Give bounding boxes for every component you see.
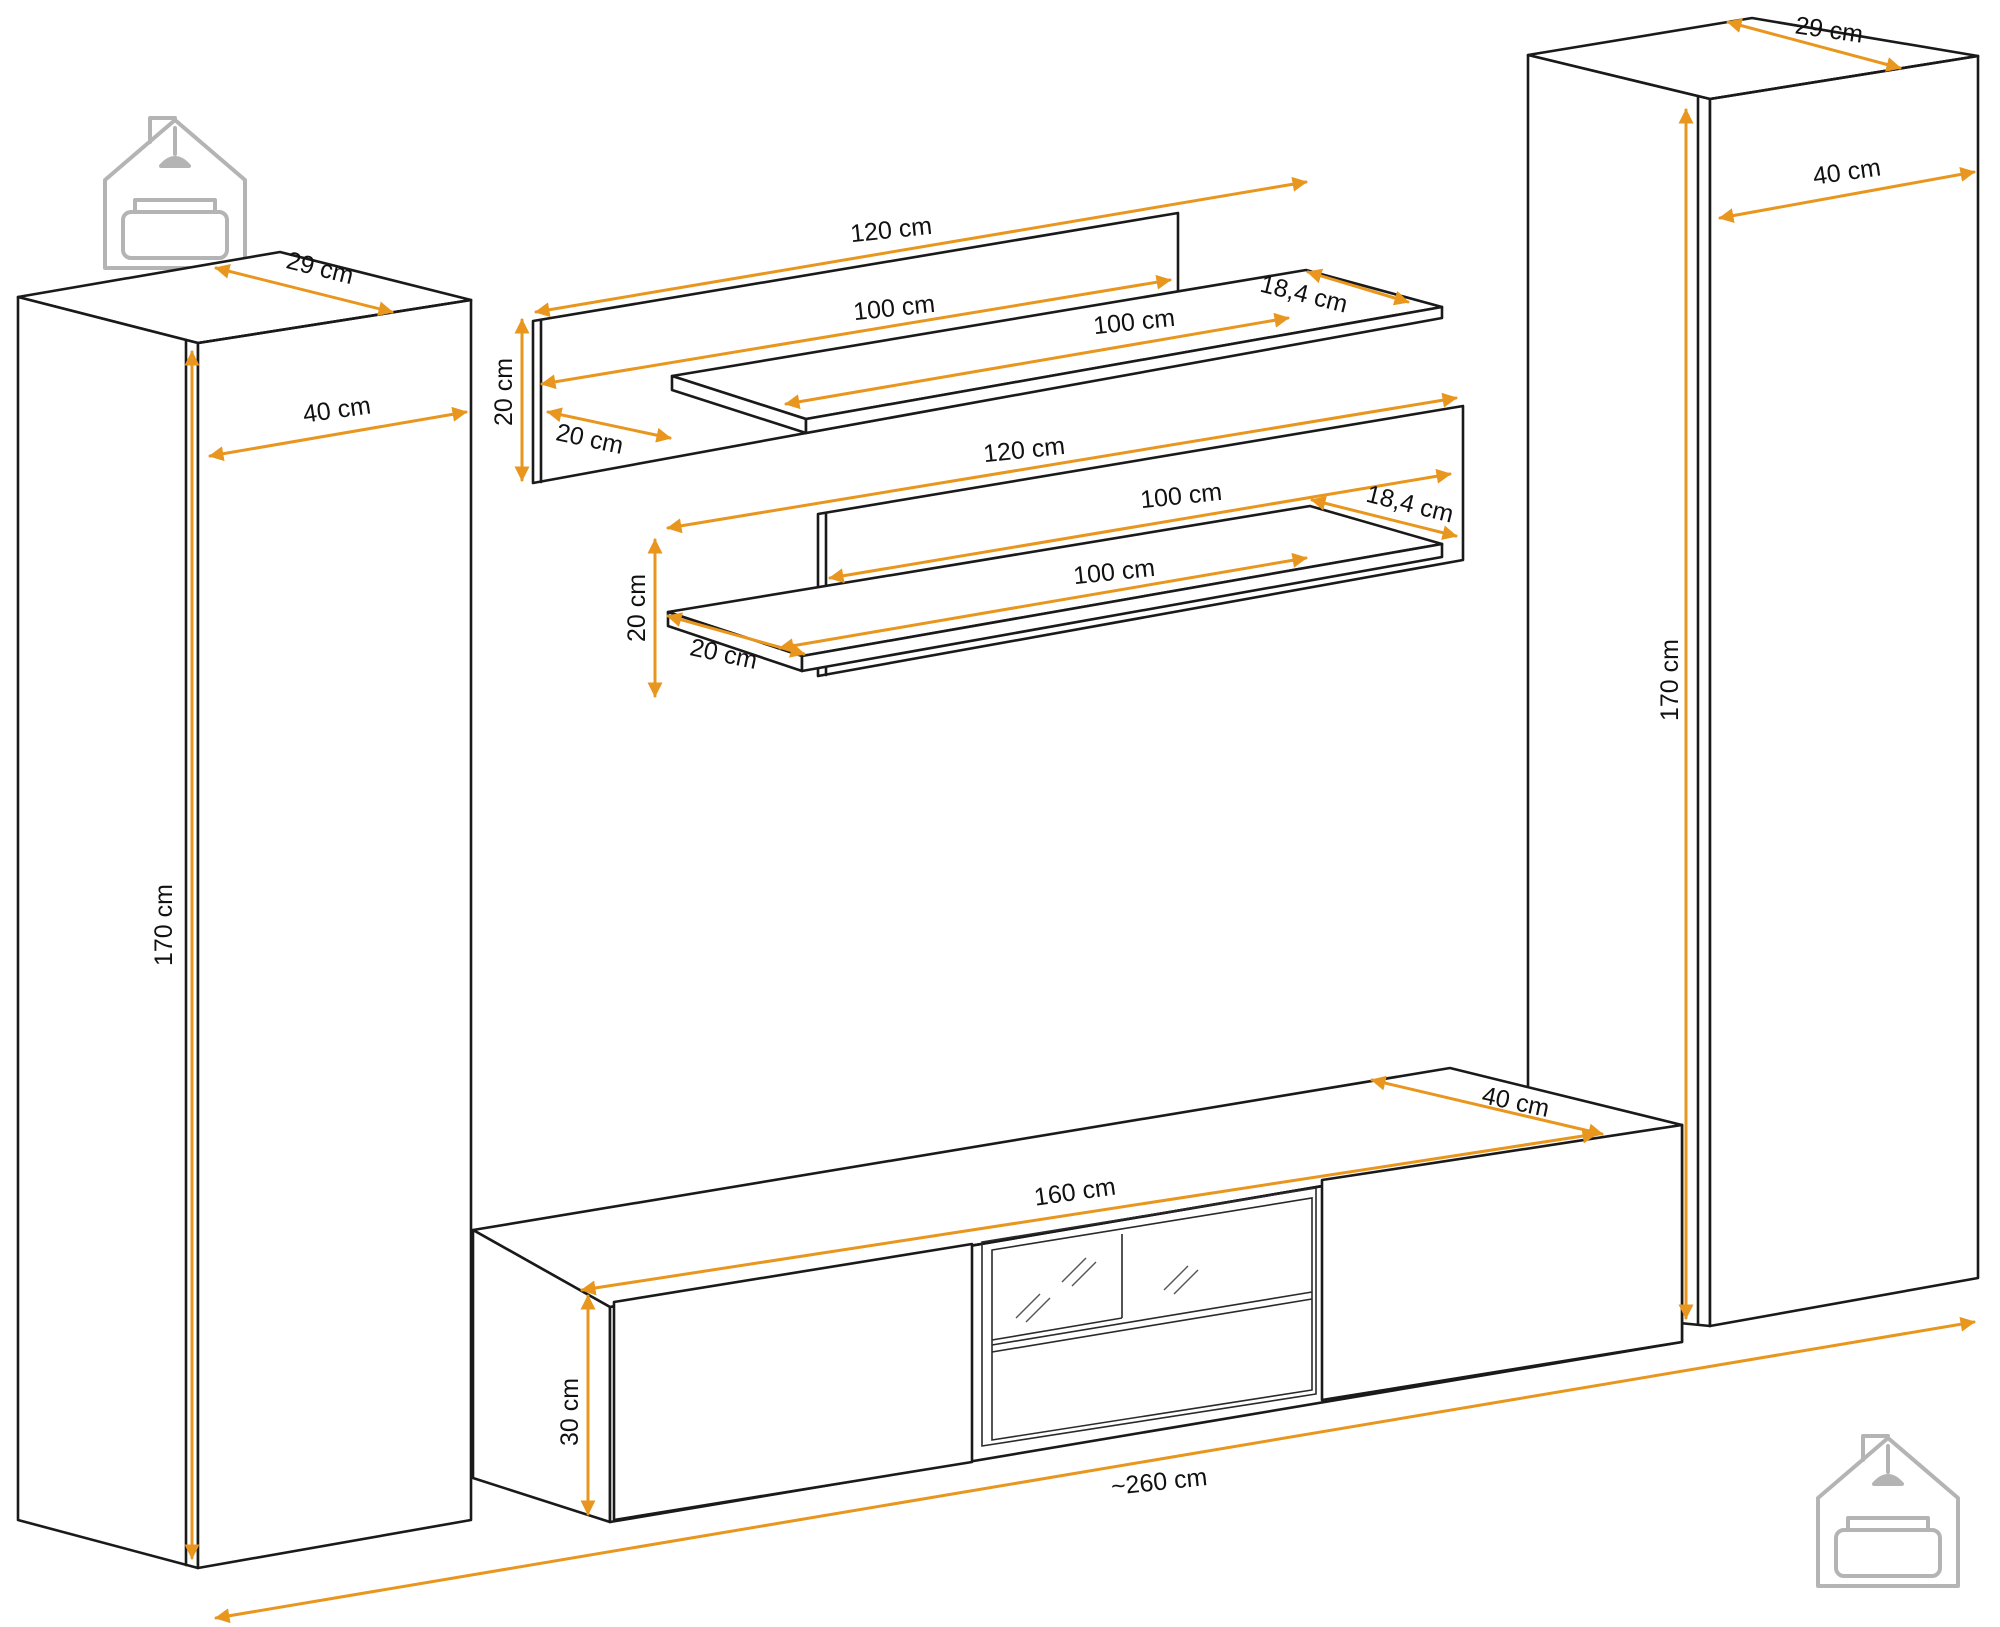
dim-line-upper-shelf-shelf-front — [784, 312, 1290, 410]
dim-label-right-cabinet-height: 170 cm — [1656, 639, 1684, 721]
dim-label-upper-shelf-panel-width: 120 cm — [849, 212, 933, 248]
lower-wall-shelf — [666, 404, 1465, 678]
dim-label-tv-stand-height: 30 cm — [556, 1378, 584, 1446]
left-tall-cabinet — [16, 250, 473, 1570]
dim-label-left-cabinet-height: 170 cm — [150, 884, 178, 966]
dim-label-overall-width: ~260 cm — [1110, 1463, 1209, 1501]
dim-line-left-cabinet-width — [208, 406, 468, 462]
dim-line-lower-shelf-shelf-front — [778, 552, 1308, 654]
dim-line-upper-shelf-panel-depth — [546, 407, 672, 443]
dim-line-lower-shelf-panel-depth — [666, 612, 806, 658]
dim-line-left-cabinet-depth — [214, 263, 394, 317]
tv-stand — [471, 1066, 1684, 1524]
house-sofa-logo-icon — [103, 116, 247, 270]
dim-label-lower-shelf-panel-width: 120 cm — [982, 432, 1066, 468]
dim-line-right-cabinet-width — [1718, 167, 1976, 223]
dim-label-lower-shelf-panel-height: 20 cm — [623, 574, 651, 642]
dimension-lines — [184, 18, 1976, 1624]
dim-line-tv-stand-width — [580, 1128, 1598, 1296]
dim-line-tv-stand-depth — [1370, 1075, 1604, 1139]
dim-line-upper-shelf-shelf-depth — [1306, 268, 1410, 306]
dim-line-lower-shelf-panel-width — [666, 392, 1458, 534]
house-sofa-logo-icon — [1816, 1434, 1960, 1588]
dim-line-lower-shelf-shelf-depth — [1310, 495, 1458, 541]
dim-line-right-cabinet-depth — [1726, 18, 1902, 72]
dim-line-overall-width — [214, 1316, 1976, 1624]
dim-label-upper-shelf-panel-height: 20 cm — [490, 358, 518, 426]
